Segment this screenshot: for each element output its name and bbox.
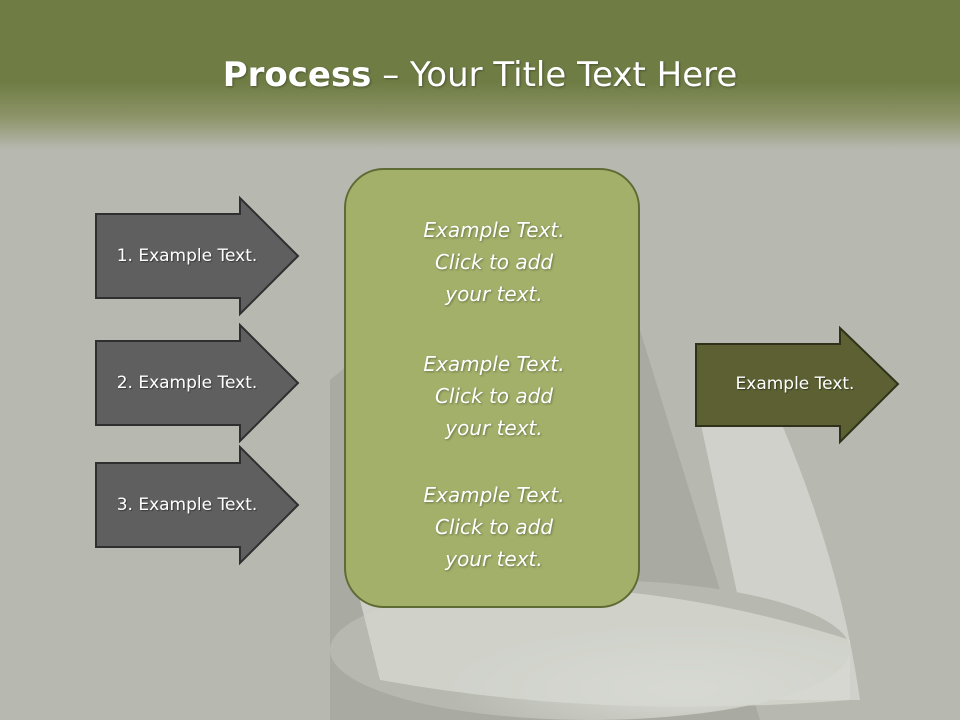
step-arrow-2[interactable]: [95, 322, 300, 444]
center-text-line: Example Text.: [423, 352, 565, 376]
step-label-2: 2. Example Text.: [116, 373, 258, 393]
center-text-line: Click to add: [434, 384, 554, 408]
output-arrow[interactable]: [695, 325, 900, 445]
center-text-block-1: Example Text. Click to add your text.: [346, 214, 642, 310]
step-label-1: 1. Example Text.: [116, 246, 258, 266]
slide-title[interactable]: Process – Your Title Text Here: [0, 52, 960, 98]
center-text-block-2: Example Text. Click to add your text.: [346, 348, 642, 444]
center-text-line: Example Text.: [423, 218, 565, 242]
center-text-line: Click to add: [434, 250, 554, 274]
title-bold: Process: [222, 55, 372, 95]
output-label: Example Text.: [735, 374, 855, 394]
title-rest: – Your Title Text Here: [371, 55, 738, 95]
center-text-line: Example Text.: [423, 483, 565, 507]
center-text-block-3: Example Text. Click to add your text.: [346, 479, 642, 575]
center-text-line: Click to add: [434, 515, 554, 539]
title-bar: [0, 0, 960, 150]
center-text-line: your text.: [445, 416, 543, 440]
center-content-box[interactable]: Example Text. Click to add your text. Ex…: [344, 168, 640, 608]
center-text-line: your text.: [445, 547, 543, 571]
step-arrow-1[interactable]: [95, 195, 300, 317]
step-arrow-3[interactable]: [95, 444, 300, 566]
center-text-line: your text.: [445, 282, 543, 306]
step-label-3: 3. Example Text.: [116, 495, 258, 515]
